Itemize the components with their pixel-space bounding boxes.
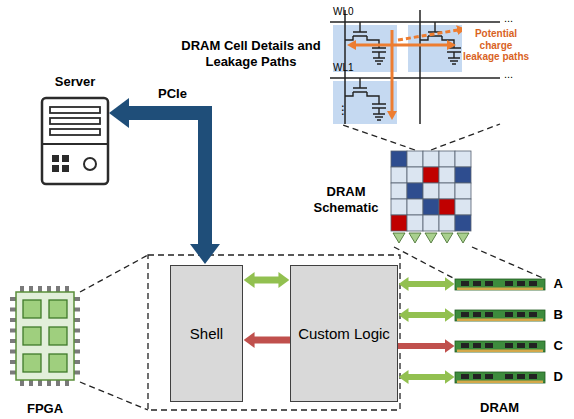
block-label: Shell: [190, 325, 223, 343]
pcie-arrow: [128, 113, 205, 245]
node-heading: DRAM Cell Details and Leakage Paths: [180, 38, 322, 69]
dram-module: B: [455, 308, 567, 322]
node-heading: DRAM Schematic: [308, 184, 384, 215]
shell-block: Shell: [170, 265, 243, 402]
dram-module: D: [455, 370, 567, 384]
node-heading: B: [554, 307, 563, 323]
wordline-label: WL0: [333, 6, 354, 18]
ellipsis-mark: ...: [504, 12, 513, 25]
data-arrow: [254, 277, 279, 284]
memory-arrow: [408, 281, 445, 287]
node-heading: D: [554, 369, 563, 385]
dram-module: C: [455, 339, 567, 353]
memory-arrow: [398, 343, 445, 349]
node-heading: FPGA: [0, 401, 100, 417]
ellipsis-mark: ...: [504, 68, 513, 81]
zoom-lines: [80, 124, 545, 410]
component-label: DRAM: [480, 401, 519, 416]
dram-modules: [455, 279, 545, 383]
wordline-label: WL1: [333, 62, 354, 74]
fpga-chip: FPGA: [10, 285, 80, 387]
fpga-chip: [10, 286, 80, 386]
dram-module: A: [455, 277, 567, 291]
ellipsis-mark: ⋮: [337, 104, 349, 118]
memory-arrow: [408, 374, 445, 380]
schematic-grid: [391, 151, 471, 243]
node-heading: Server: [12, 74, 138, 90]
cell-detail-panel: DRAM Cell Details and Leakage Paths: [328, 6, 504, 124]
custom-logic-block: Custom Logic: [290, 265, 398, 402]
node-heading: C: [554, 338, 563, 354]
memory-arrow: [408, 312, 445, 318]
data-arrow: [254, 337, 290, 344]
server-icon: Server: [42, 98, 108, 184]
dram-schematic: DRAM Schematic: [388, 148, 474, 246]
block-label: Custom Logic: [298, 325, 390, 343]
leakage-note: Potential charge leakage paths: [462, 27, 530, 64]
server-icon: [42, 98, 108, 184]
node-heading: A: [554, 276, 563, 292]
edge-label: PCIe: [158, 87, 187, 102]
